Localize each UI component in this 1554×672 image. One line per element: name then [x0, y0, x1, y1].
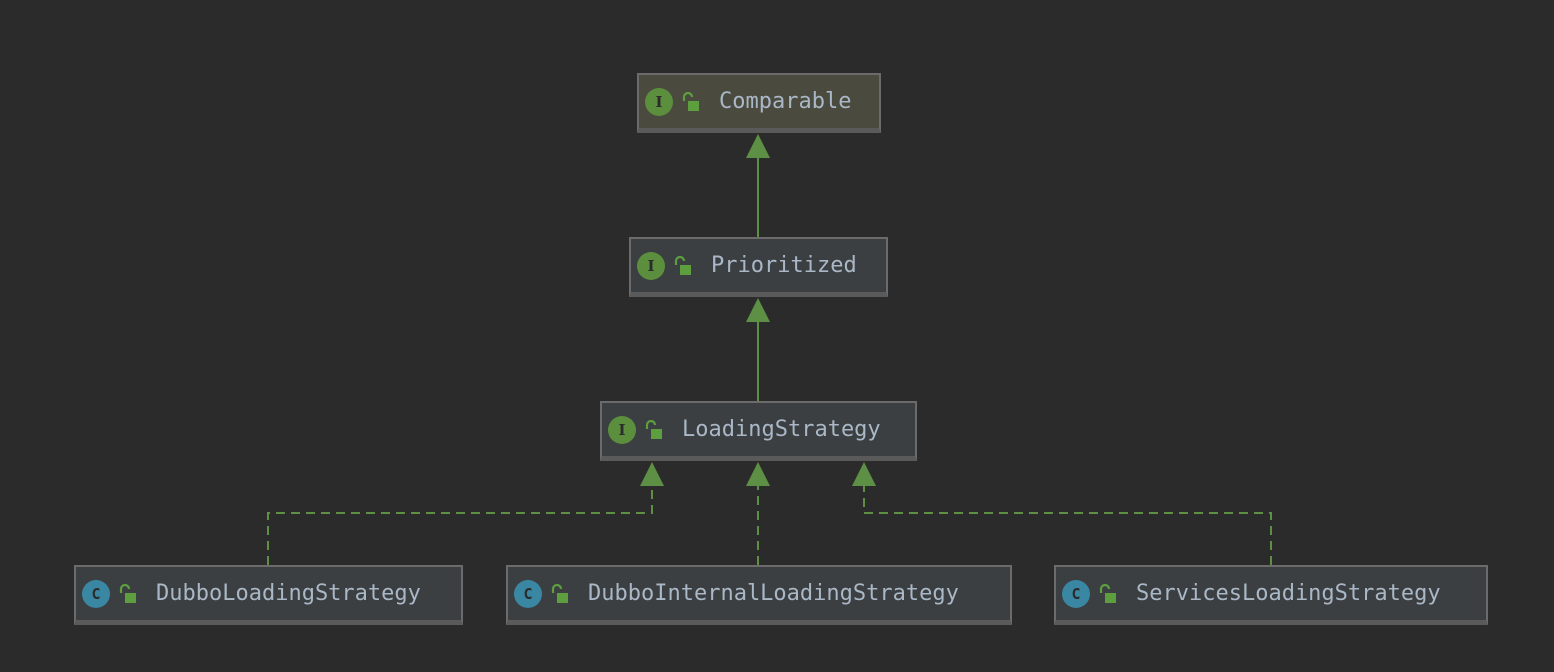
node-label: Comparable	[719, 89, 852, 114]
class-icon: C	[82, 579, 110, 608]
unlocked-icon	[1099, 583, 1116, 603]
node-label: Prioritized	[711, 253, 857, 278]
interface-icon: I	[637, 251, 665, 280]
node-label: LoadingStrategy	[682, 417, 881, 442]
class-icon: C	[1062, 579, 1090, 608]
arrowhead-icon	[746, 298, 770, 322]
class-icon: C	[514, 579, 542, 608]
node-dubbo-internal-loading-strategy[interactable]: C DubboInternalLoadingStrategy	[506, 565, 1012, 625]
node-label: DubboLoadingStrategy	[156, 581, 421, 606]
node-dubbo-loading-strategy[interactable]: C DubboLoadingStrategy	[74, 565, 463, 625]
edge-dubbo-loadingstrategy	[267, 486, 653, 565]
unlocked-icon	[682, 91, 699, 111]
arrowhead-icon	[746, 134, 770, 158]
arrowhead-icon	[852, 462, 876, 486]
unlocked-icon	[551, 583, 568, 603]
node-loading-strategy[interactable]: I LoadingStrategy	[600, 401, 917, 461]
node-services-loading-strategy[interactable]: C ServicesLoadingStrategy	[1054, 565, 1488, 625]
node-label: ServicesLoadingStrategy	[1136, 581, 1441, 606]
unlocked-icon	[645, 419, 662, 439]
unlocked-icon	[119, 583, 136, 603]
edge-services-loadingstrategy	[863, 486, 1272, 565]
arrowhead-icon	[640, 462, 664, 486]
unlocked-icon	[674, 255, 691, 275]
arrowhead-icon	[746, 462, 770, 486]
node-comparable[interactable]: I Comparable	[637, 73, 881, 133]
node-prioritized[interactable]: I Prioritized	[629, 237, 888, 297]
interface-icon: I	[608, 415, 636, 444]
node-label: DubboInternalLoadingStrategy	[588, 581, 959, 606]
interface-icon: I	[645, 87, 673, 116]
